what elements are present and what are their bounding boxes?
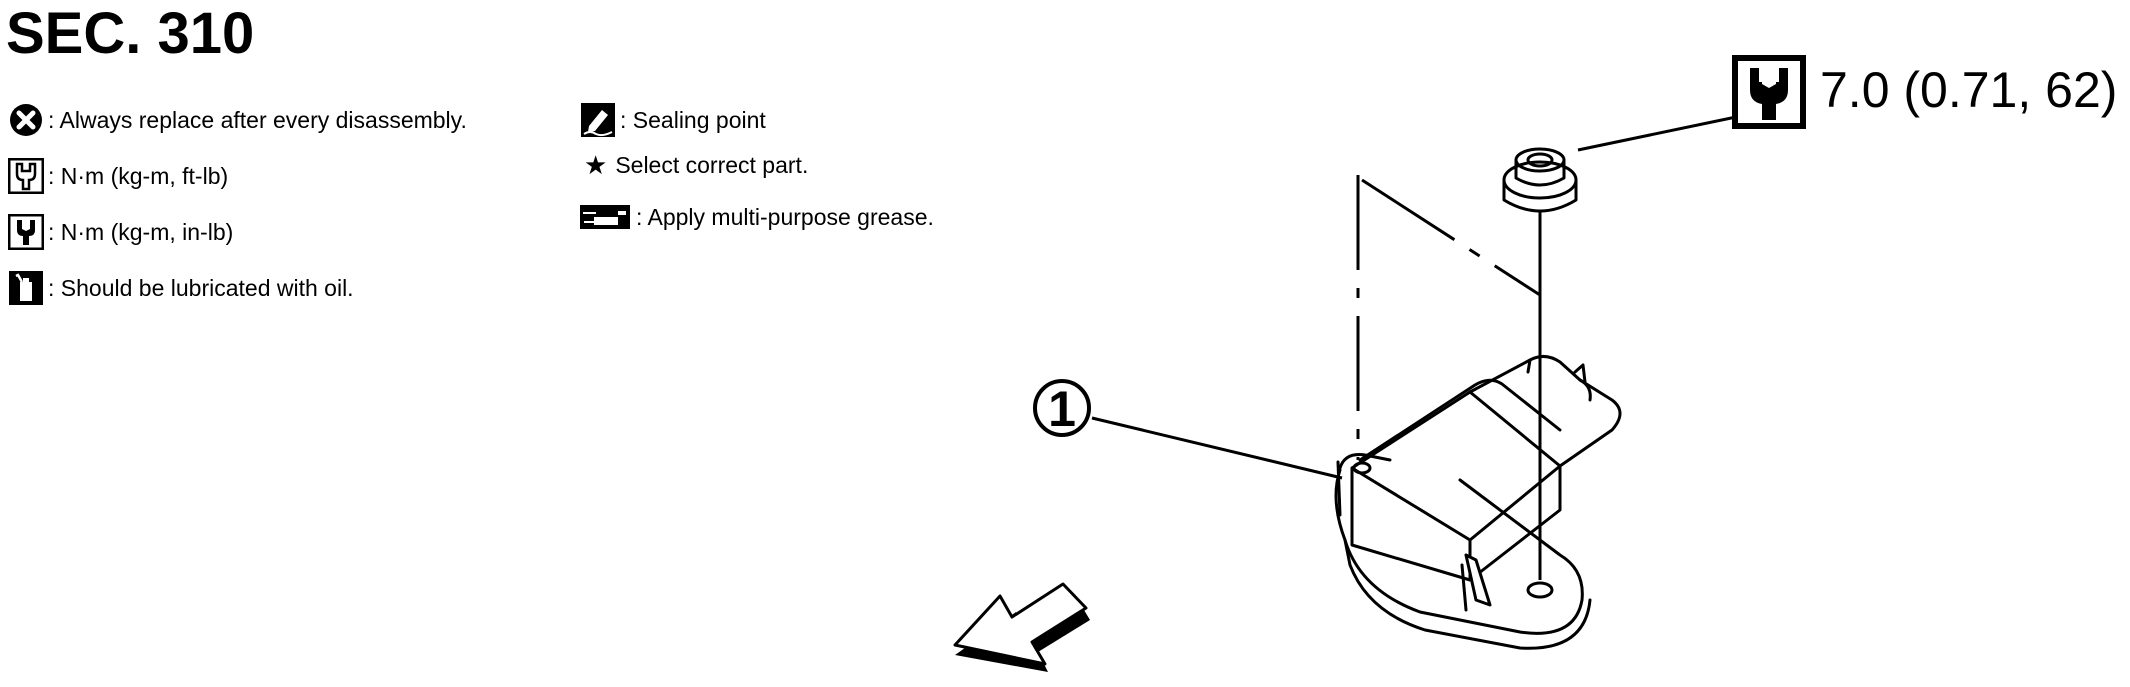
section-title: SEC. 310: [6, 1, 255, 66]
dashed-assembly-line-top: [1361, 178, 1541, 297]
torque-leader: [1577, 110, 1761, 152]
legend-item-oil: : Should be lubricated with oil.: [8, 270, 354, 306]
callout-leader-1: [1091, 416, 1343, 480]
oil-can-icon: [8, 270, 44, 306]
torque-wrench-in-lb-icon: [1732, 55, 1806, 129]
legend-item-replace: : Always replace after every disassembly…: [8, 102, 467, 138]
sealing-point-icon: [580, 102, 616, 138]
legend-text: : Apply multi-purpose grease.: [636, 204, 934, 230]
callout-number: 1: [1048, 381, 1076, 437]
legend-item-torque-in-lb: : N·m (kg-m, in-lb): [8, 214, 233, 250]
legend-text: : N·m (kg-m, in-lb): [48, 219, 234, 245]
replace-circle-x-icon: [8, 102, 44, 138]
torque-wrench-ft-lb-icon: [8, 158, 44, 194]
legend-text: : N·m (kg-m, ft-lb): [48, 163, 229, 189]
front-direction-arrow-icon: [953, 582, 1090, 672]
sensor-mounting-plate: [1334, 468, 1584, 635]
legend-text: : Sealing point: [620, 107, 766, 133]
legend-item-sealing: : Sealing point: [580, 102, 766, 138]
torque-spec: 7.0 (0.71, 62): [1820, 62, 2118, 118]
legend-text: : Should be lubricated with oil.: [48, 275, 354, 301]
mounting-hole-right: [1526, 581, 1554, 599]
mounting-hole-left: [1352, 461, 1372, 475]
grease-gun-icon: [580, 205, 630, 229]
torque-wrench-in-lb-icon: [8, 214, 44, 250]
legend-item-grease: : Apply multi-purpose grease.: [580, 202, 934, 232]
legend-item-torque-ft-lb: : N·m (kg-m, ft-lb): [8, 158, 228, 194]
legend-text: : Always replace after every disassembly…: [48, 107, 467, 133]
legend-item-select-part: ★ Select correct part.: [584, 150, 808, 180]
callout-1: 1: [1033, 379, 1091, 437]
flange-nut: [1502, 147, 1578, 213]
star-icon: ★: [584, 150, 608, 180]
legend-text: Select correct part.: [615, 152, 809, 178]
